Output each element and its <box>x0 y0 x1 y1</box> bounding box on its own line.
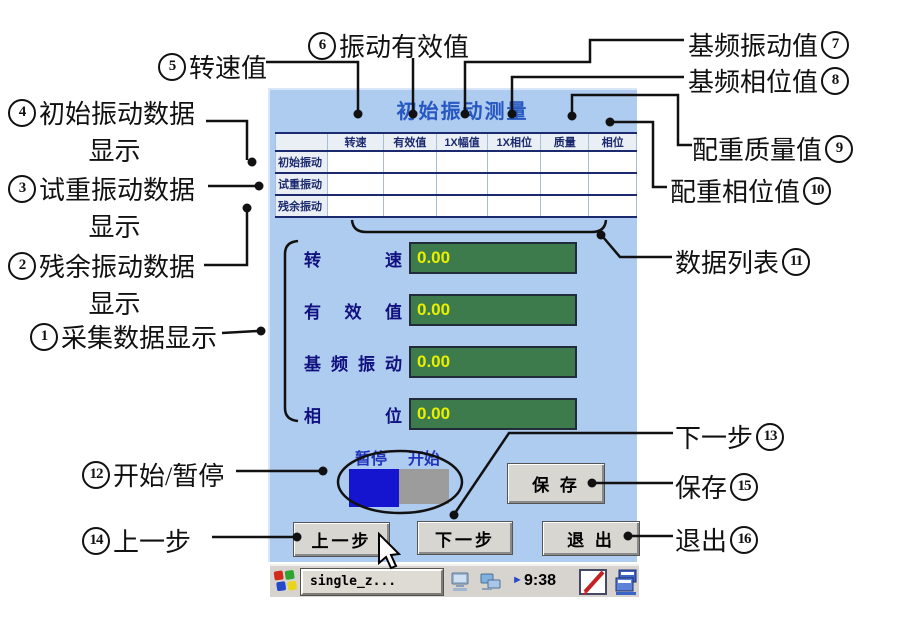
callout-vibration-rms: 6 振动有效值 <box>308 27 469 64</box>
callout-fundamental-phase: 基频相位值 8 <box>688 62 850 99</box>
task-button[interactable]: single_z... <box>301 569 443 595</box>
fundamental-field-label: 基频振动 <box>304 355 402 374</box>
table-cell <box>540 195 590 217</box>
table-corner-cell <box>275 133 328 151</box>
table-cell <box>487 195 542 217</box>
speed-field-value: 0.00 <box>409 242 577 274</box>
table-cell <box>588 151 637 173</box>
app-window: 初始振动测量 转速 有效值 1X幅值 1X相位 质量 相位 初始振动 试重振动 <box>268 88 640 597</box>
col-header-rms: 有效值 <box>383 133 437 151</box>
row-label-initial: 初始振动 <box>275 151 328 173</box>
row-label-residual: 残余振动 <box>275 195 328 217</box>
callout-speed-value: 5 转速值 <box>158 48 267 85</box>
desktop-windows-icon[interactable] <box>614 568 638 601</box>
start-menu-button[interactable] <box>273 569 299 594</box>
pause-label: 暂停 <box>355 451 388 468</box>
start-indicator-box[interactable] <box>399 469 449 504</box>
table-cell <box>435 173 489 195</box>
table-cell <box>435 195 489 217</box>
callout-exit: 退出 16 <box>675 521 759 558</box>
table-cell <box>487 151 542 173</box>
rms-field-label: 有效值 <box>304 303 402 322</box>
rms-field-value: 0.00 <box>409 294 577 326</box>
row-label-trial: 试重振动 <box>275 173 328 195</box>
table-cell <box>383 195 437 217</box>
table-cell <box>540 151 590 173</box>
table-row-trial: 试重振动 <box>275 173 637 195</box>
callout-residual-data: 2 残余振动数据 显示 <box>8 247 195 321</box>
col-header-speed: 转速 <box>326 133 385 151</box>
table-cell <box>326 195 385 217</box>
table-cell <box>540 173 590 195</box>
callout-trial-data: 3 试重振动数据 显示 <box>8 170 195 244</box>
pause-indicator-box[interactable] <box>349 469 399 507</box>
fundamental-field-value: 0.00 <box>409 346 577 378</box>
callout-data-list: 数据列表 11 <box>675 243 811 280</box>
col-header-mass: 质量 <box>540 133 590 151</box>
start-label: 开始 <box>408 451 441 468</box>
col-header-1x-phase: 1X相位 <box>487 133 542 151</box>
measurement-table: 转速 有效值 1X幅值 1X相位 质量 相位 初始振动 试重振动 残余振动 <box>275 132 637 218</box>
tray-connection-icon[interactable] <box>478 571 504 598</box>
table-row-initial: 初始振动 <box>275 151 637 173</box>
tray-network-icon[interactable] <box>450 571 476 598</box>
table-cell <box>326 151 385 173</box>
tray-expand-arrow[interactable]: ► <box>512 574 523 586</box>
taskbar-clock: 9:38 <box>524 572 557 589</box>
callout-prev-step: 14 上一步 <box>82 522 191 559</box>
phase-field-label: 相位 <box>304 407 402 426</box>
prev-button[interactable]: 上一步 <box>293 522 390 557</box>
phase-field-value: 0.00 <box>409 398 577 430</box>
table-cell <box>487 173 542 195</box>
callout-initial-data: 4 初始振动数据 显示 <box>8 94 195 168</box>
callout-counterweight-phase: 配重相位值 10 <box>670 172 832 209</box>
table-cell <box>326 173 385 195</box>
exit-button[interactable]: 退 出 <box>542 521 640 556</box>
page-title: 初始振动测量 <box>396 101 529 123</box>
taskbar: single_z... ► 9:38 <box>270 564 639 597</box>
callout-save: 保存 15 <box>675 468 759 505</box>
callout-acquired-data: 1 采集数据显示 <box>30 318 217 355</box>
table-cell <box>588 173 637 195</box>
save-button[interactable]: 保 存 <box>507 463 605 504</box>
callout-start-pause: 12 开始/暂停 <box>82 456 224 493</box>
speed-field-label: 转速 <box>304 251 402 270</box>
callout-counterweight-mass: 配重质量值 9 <box>692 130 854 167</box>
table-header-row: 转速 有效值 1X幅值 1X相位 质量 相位 <box>275 133 637 151</box>
callout-fundamental-vibration: 基频振动值 7 <box>688 26 850 63</box>
callout-next-step: 下一步 13 <box>675 418 785 455</box>
table-cell <box>383 151 437 173</box>
col-header-1x-amp: 1X幅值 <box>435 133 489 151</box>
col-header-phase: 相位 <box>588 133 637 151</box>
windows-flag-icon <box>273 569 299 594</box>
table-row-residual: 残余振动 <box>275 195 637 217</box>
table-cell <box>435 151 489 173</box>
input-panel-icon[interactable] <box>578 567 608 602</box>
next-button[interactable]: 下一步 <box>417 521 513 555</box>
table-cell <box>383 173 437 195</box>
table-cell <box>588 195 637 217</box>
